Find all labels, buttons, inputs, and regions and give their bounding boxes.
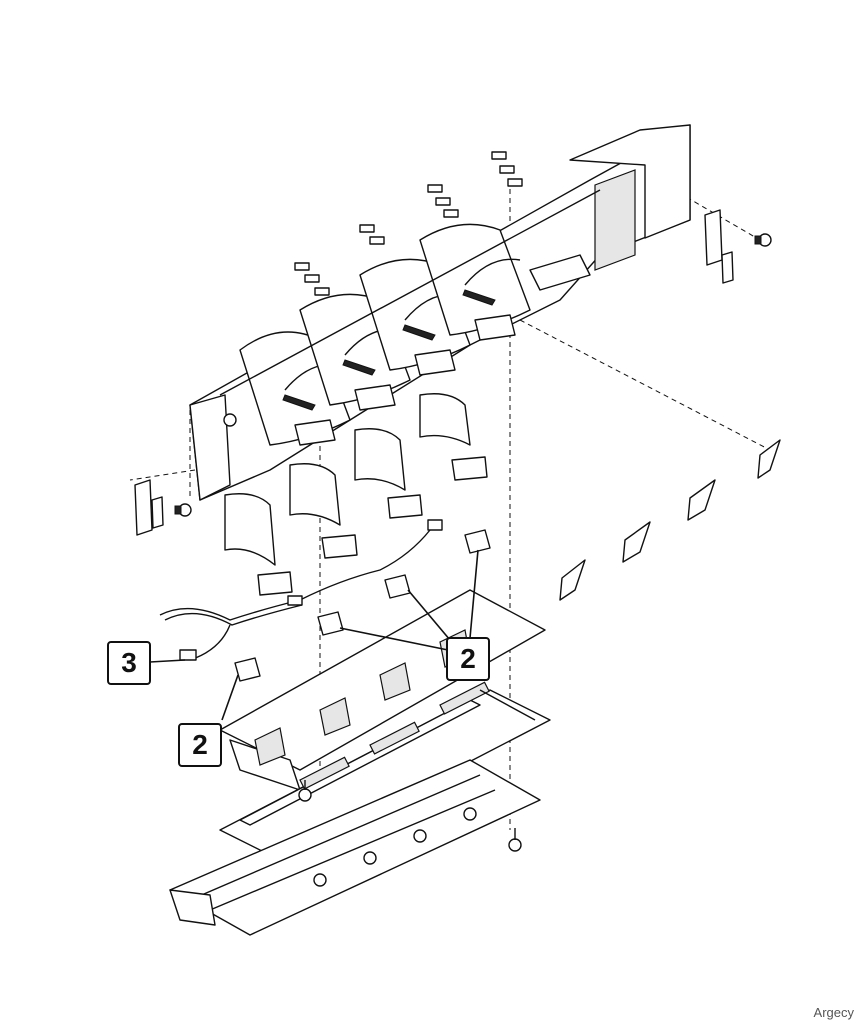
sensors <box>234 529 491 682</box>
base-chassis <box>169 759 541 936</box>
top-clips <box>294 151 523 296</box>
callout-2-upper: 2 <box>446 637 490 681</box>
fan-duct-housing <box>189 124 691 501</box>
air-guides <box>224 393 488 596</box>
brand-watermark: Argecy <box>813 1005 854 1020</box>
left-bracket <box>134 479 192 536</box>
callout-2-lower: 2 <box>178 723 222 767</box>
callout-3: 3 <box>107 641 151 685</box>
screws <box>298 780 522 852</box>
seal-strips <box>559 439 781 601</box>
leader-lines <box>149 549 479 721</box>
right-bracket <box>704 209 772 284</box>
fan-shroud-4 <box>419 223 531 341</box>
cable-harness <box>159 519 443 661</box>
